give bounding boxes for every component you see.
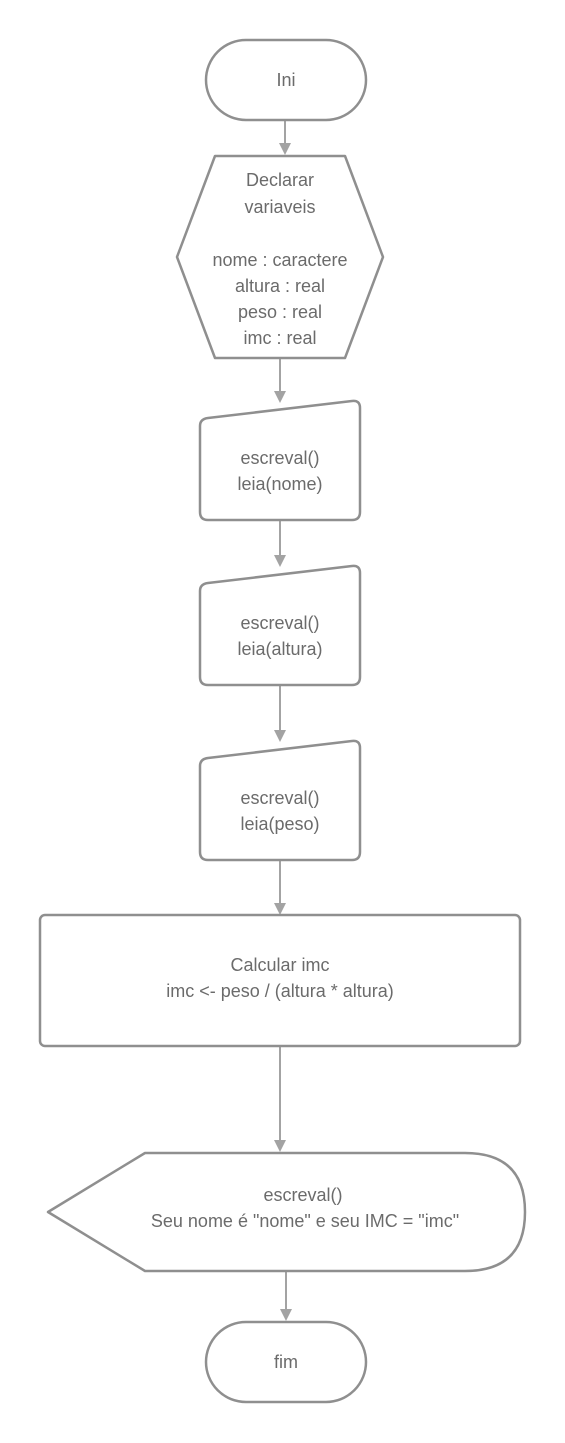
- end-terminator: fim: [204, 1320, 368, 1404]
- input-nome-node: escreval() leia(nome): [198, 399, 362, 522]
- output-line-2: Seu nome é "nome" e seu IMC = "imc": [151, 1211, 459, 1231]
- process-line-1: Calcular imc: [230, 955, 329, 975]
- connector-start-to-declare: [279, 120, 291, 155]
- input-peso-node: escreval() leia(peso): [198, 739, 362, 862]
- connector-input-nome-to-input-altura: [274, 520, 286, 567]
- declare-line-1: Declarar: [246, 170, 314, 190]
- connectors: [274, 120, 292, 1321]
- declare-line-4: nome : caractere: [212, 250, 347, 270]
- connector-process-to-output: [274, 1046, 286, 1152]
- declare-line-2: variaveis: [244, 197, 315, 217]
- process-node: Calcular imc imc <- peso / (altura * alt…: [38, 913, 522, 1048]
- declare-line-6: peso : real: [238, 302, 322, 322]
- start-label: Ini: [276, 70, 295, 90]
- connector-input-peso-to-process: [274, 860, 286, 915]
- input-peso-line-2: leia(peso): [240, 814, 319, 834]
- connector-output-to-end: [280, 1272, 292, 1321]
- end-label: fim: [274, 1352, 298, 1372]
- input-altura-node: escreval() leia(altura): [198, 564, 362, 687]
- output-line-1: escreval(): [263, 1185, 342, 1205]
- start-terminator: Ini: [204, 38, 368, 122]
- input-nome-line-2: leia(nome): [237, 474, 322, 494]
- declare-variables-node: Declarar variaveis nome : caractere altu…: [175, 154, 385, 360]
- connector-input-altura-to-input-peso: [274, 685, 286, 742]
- input-altura-line-2: leia(altura): [237, 639, 322, 659]
- connector-declare-to-input-nome: [274, 359, 286, 403]
- declare-line-5: altura : real: [235, 276, 325, 296]
- input-peso-line-1: escreval(): [240, 788, 319, 808]
- output-display-node: escreval() Seu nome é "nome" e seu IMC =…: [46, 1151, 527, 1273]
- input-nome-line-1: escreval(): [240, 448, 319, 468]
- declare-line-7: imc : real: [243, 328, 316, 348]
- input-altura-line-1: escreval(): [240, 613, 319, 633]
- process-line-2: imc <- peso / (altura * altura): [166, 981, 394, 1001]
